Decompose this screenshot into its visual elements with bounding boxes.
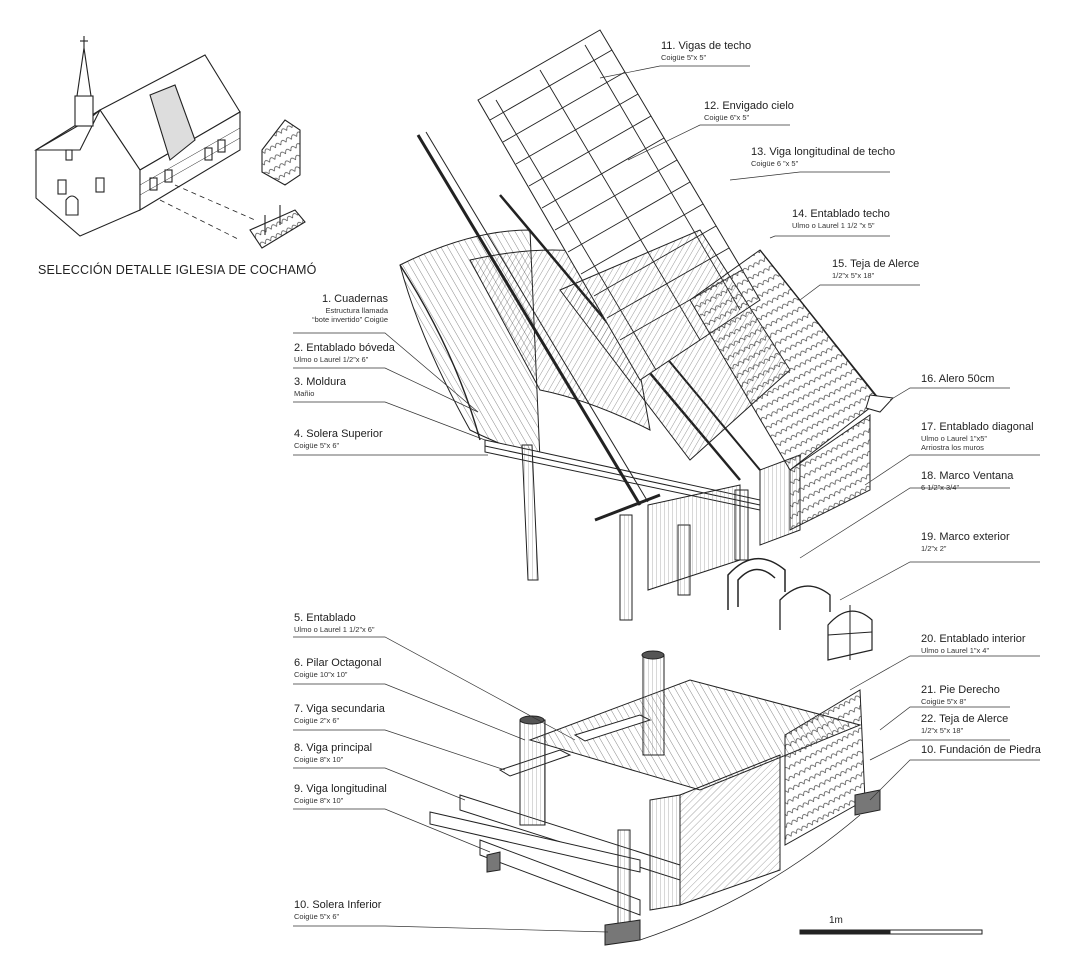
label-solera-superior: 4. Solera Superior Coigüe 5”x 6” xyxy=(294,428,383,450)
label-marco-exterior: 19. Marco exterior 1/2”x 2” xyxy=(921,531,1010,553)
label-fundacion-piedra: 10. Fundación de Piedra xyxy=(921,744,1041,756)
label-viga-principal: 8. Viga principal Coigüe 8”x 10” xyxy=(294,742,373,764)
label-envigado-cielo: 12. Envigado cielo Coigüe 6”x 5” xyxy=(704,100,794,122)
upper-assembly xyxy=(399,29,895,661)
label-entablado-interior: 20. Entablado interior Ulmo o Laurel 1”x… xyxy=(921,633,1026,655)
label-entablado-techo: 14. Entablado techo Ulmo o Laurel 1 1/2 … xyxy=(792,208,890,230)
leader-lines xyxy=(293,65,1040,933)
label-solera-inferior: 10. Solera Inferior Coigüe 5”x 6” xyxy=(294,899,382,921)
label-teja-alerce-muro: 22. Teja de Alerce 1/2”x 5”x 18” xyxy=(921,713,1009,735)
label-alero: 16. Alero 50cm xyxy=(921,373,995,385)
label-entablado: 5. Entablado Ulmo o Laurel 1 1/2”x 6” xyxy=(294,612,375,634)
scale-bar xyxy=(799,929,983,935)
label-pie-derecho: 21. Pie Derecho Coigüe 5”x 8” xyxy=(921,684,1000,706)
label-moldura: 3. Moldura Mañio xyxy=(294,376,346,398)
label-teja-alerce-techo: 15. Teja de Alerce 1/2”x 5”x 18” xyxy=(832,258,920,280)
label-viga-secundaria: 7. Viga secundaria Coigüe 2”x 6” xyxy=(294,703,385,725)
label-entablado-diagonal: 17. Entablado diagonal Ulmo o Laurel 1”x… xyxy=(921,421,1034,452)
label-cuadernas: 1. Cuadernas Estructura llamada “bote in… xyxy=(312,293,388,324)
label-viga-longitudinal: 9. Viga longitudinal Coigüe 8”x 10” xyxy=(294,783,387,805)
church-thumbnail xyxy=(33,36,306,249)
lower-assembly xyxy=(429,650,881,946)
label-marco-ventana: 18. Marco Ventana 6 1/2”x 3/4” xyxy=(921,470,1014,492)
label-vigas-de-techo: 11. Vigas de techo Coigüe 5”x 5” xyxy=(661,40,752,62)
label-viga-longitudinal-techo: 13. Viga longitudinal de techo Coigüe 6 … xyxy=(751,146,896,168)
scale-label: 1m xyxy=(829,915,843,926)
label-entablado-boveda: 2. Entablado bóveda Ulmo o Laurel 1/2”x … xyxy=(294,342,395,364)
drawing-title: SELECCIÓN DETALLE IGLESIA DE COCHAMÓ xyxy=(38,263,317,277)
label-pilar-octagonal: 6. Pilar Octagonal Coigüe 10”x 10” xyxy=(294,657,382,679)
